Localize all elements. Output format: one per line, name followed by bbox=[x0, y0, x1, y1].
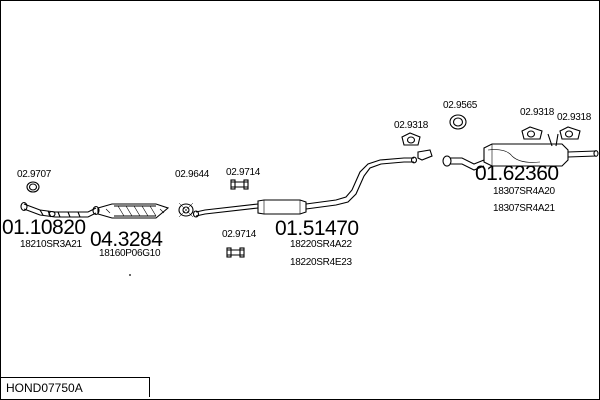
rubber-ring-right-1-icon bbox=[521, 126, 543, 140]
hanger-bottom-icon bbox=[226, 247, 245, 258]
rubber-ring-right-2-icon bbox=[559, 126, 581, 140]
catalytic-converter-icon bbox=[97, 203, 170, 219]
bracket-icon bbox=[417, 149, 433, 161]
label-rear-box-oem-2: 18307SR4A21 bbox=[493, 203, 555, 214]
diagram-id-code: HOND07750A bbox=[6, 381, 83, 395]
label-center-pipe-oem-1: 18220SR4A22 bbox=[290, 239, 352, 250]
label-hanger-top: 02.9714 bbox=[226, 167, 261, 178]
label-center-pipe-oem-2: 18220SR4E23 bbox=[290, 257, 352, 268]
gasket-mid-icon bbox=[178, 202, 194, 218]
ring-gasket-icon bbox=[449, 114, 467, 130]
label-clamp-front: 02.9707 bbox=[17, 169, 52, 180]
label-rear-box-oem-1: 18307SR4A20 bbox=[493, 186, 555, 197]
label-ring-gasket: 02.9565 bbox=[443, 100, 478, 111]
dot-mark bbox=[129, 274, 131, 276]
label-cat-number: 04.3284 bbox=[90, 228, 163, 251]
rubber-ring-left-icon bbox=[401, 132, 421, 146]
label-gasket-mid: 02.9644 bbox=[175, 169, 210, 180]
label-rubber-ring-right-2: 02.9318 bbox=[557, 112, 592, 123]
label-rubber-ring-right-1: 02.9318 bbox=[520, 107, 555, 118]
center-pipe-icon bbox=[192, 156, 418, 218]
label-hanger-bottom: 02.9714 bbox=[222, 229, 257, 240]
hanger-top-icon bbox=[230, 179, 249, 190]
rear-box-icon bbox=[442, 133, 599, 171]
front-pipe-icon bbox=[20, 201, 100, 218]
label-rubber-ring-left: 02.9318 bbox=[394, 120, 429, 131]
clamp-front-icon bbox=[26, 181, 40, 193]
label-rear-box-number: 01.62360 bbox=[475, 162, 559, 185]
label-front-pipe-oem: 18210SR3A21 bbox=[20, 239, 82, 250]
label-center-pipe-number: 01.51470 bbox=[275, 217, 359, 240]
label-front-pipe-number: 01.10820 bbox=[2, 216, 86, 239]
diagram-id-box: HOND07750A bbox=[0, 377, 150, 397]
label-cat-oem: 18160P06G10 bbox=[99, 248, 161, 259]
